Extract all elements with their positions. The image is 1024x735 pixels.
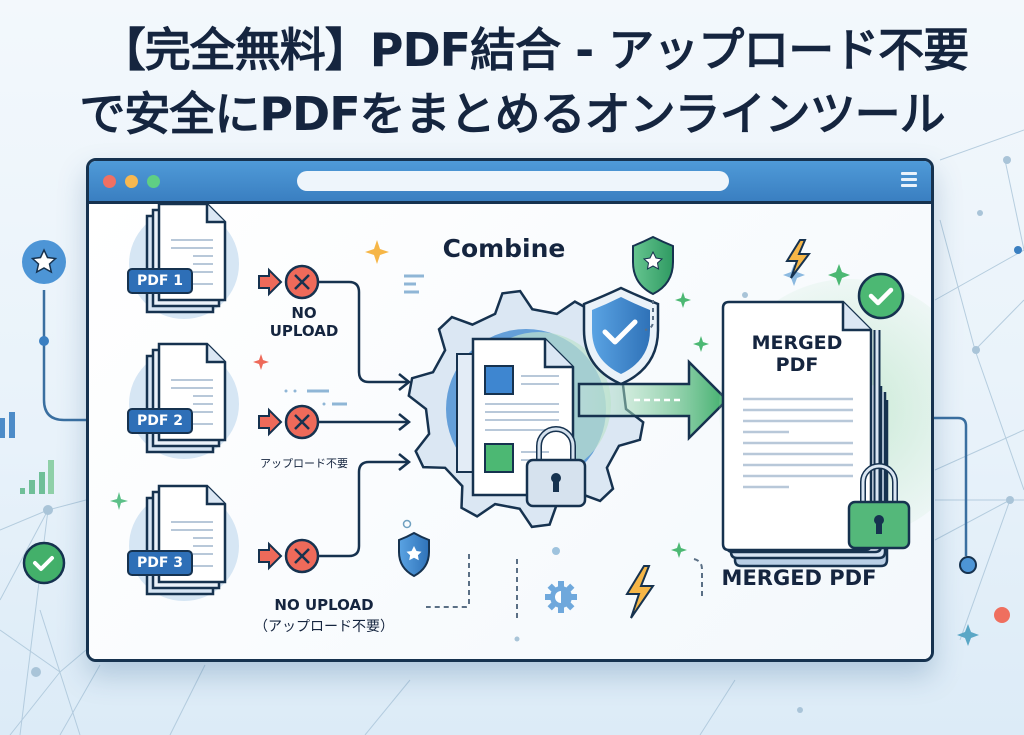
caption-line: （アップロード不要）	[254, 619, 394, 635]
pdf-1-stack	[129, 204, 239, 319]
window-content: PDF 1 PDF 2 PDF 3 NO UPLOAD アップロード不要 NO …	[89, 204, 931, 659]
no-upload-caption-1: NO UPLOAD	[269, 304, 339, 340]
lightning-icon	[785, 239, 811, 279]
shield-star-icon	[632, 235, 674, 296]
caption-line: UPLOAD	[269, 322, 339, 340]
pdf-3-tag: PDF 3	[127, 550, 193, 576]
browser-window: PDF 1 PDF 2 PDF 3 NO UPLOAD アップロード不要 NO …	[86, 158, 934, 662]
doc-title-line: MERGED	[751, 332, 843, 354]
combine-title: Combine	[442, 234, 566, 263]
pdf-2-stack	[129, 342, 239, 459]
merge-diagram	[110, 204, 931, 642]
caption-line: NO UPLOAD	[274, 596, 374, 614]
doc-title-line: PDF	[775, 354, 819, 376]
sparkle-icon	[110, 492, 128, 510]
merge-arrow-icon	[577, 358, 729, 442]
padlock-icon	[525, 426, 587, 508]
flow-connectors	[319, 280, 412, 558]
headline-line-2: で安全にPDFをまとめるオンラインツール	[79, 87, 945, 141]
headline-line-1: 【完全無料】PDF結合 - アップロード不要	[99, 23, 969, 77]
close-button[interactable]	[103, 175, 116, 188]
no-upload-caption-3: NO UPLOAD （アップロード不要）	[239, 594, 409, 638]
merged-doc-title: MERGED PDF	[723, 332, 871, 376]
pdf-1-tag: PDF 1	[127, 268, 193, 294]
minimize-button[interactable]	[125, 175, 138, 188]
merged-padlock-icon	[847, 463, 911, 550]
hamburger-menu-icon[interactable]	[901, 172, 917, 188]
caption-line: NO	[291, 304, 317, 322]
window-titlebar	[89, 161, 931, 204]
sparkle-icon	[253, 354, 269, 370]
maximize-button[interactable]	[147, 175, 160, 188]
combine-document-icon	[456, 337, 575, 497]
shield-check-icon	[582, 286, 660, 386]
check-badge-icon	[857, 272, 905, 510]
shield-star-small-icon	[398, 531, 430, 578]
pdf-2-tag: PDF 2	[127, 408, 193, 434]
pdf-3-stack	[129, 484, 239, 601]
no-upload-caption-2: アップロード不要	[260, 457, 348, 470]
dash-decoration	[307, 274, 424, 406]
settings-gear-icon	[545, 581, 577, 613]
lightning-icon	[625, 565, 655, 619]
merged-pdf-caption: MERGED PDF	[721, 566, 877, 590]
no-upload-badge-1	[258, 264, 320, 300]
address-bar[interactable]	[297, 171, 729, 191]
no-upload-badge-2	[258, 404, 320, 440]
no-upload-badge-3	[258, 538, 320, 574]
sparkle-icon	[365, 240, 389, 264]
